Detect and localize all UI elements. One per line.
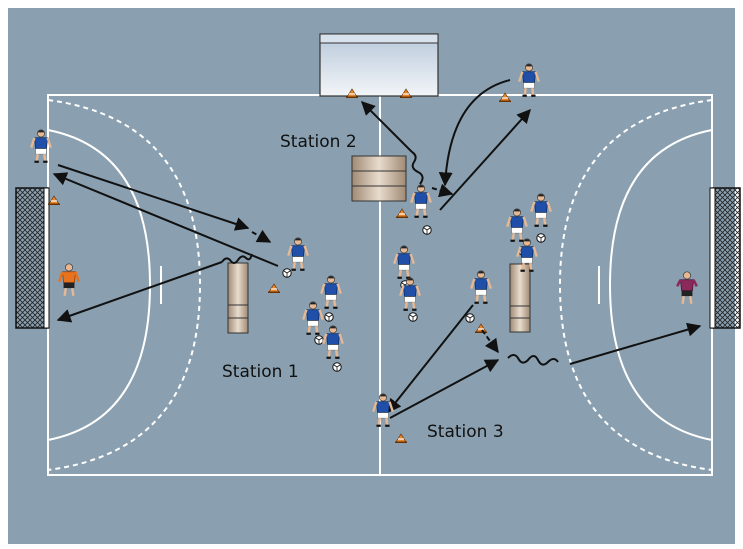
- ball-icon: [332, 362, 342, 372]
- ball-icon: [324, 312, 334, 322]
- pass-arrow: [387, 304, 474, 414]
- station-3-label: Station 3: [427, 422, 504, 442]
- right-free-throw-line: [558, 99, 713, 471]
- court-background: [8, 8, 735, 544]
- pass-arrow: [52, 172, 279, 267]
- run-arrow: [431, 183, 454, 198]
- ball-icon: [314, 335, 324, 345]
- dribble-path: [411, 151, 424, 185]
- dribble-path: [507, 354, 559, 366]
- goal-net-icon: [711, 187, 741, 329]
- station-1-label: Station 1: [222, 362, 299, 382]
- run-arrow: [481, 329, 499, 354]
- mat-icon: [227, 262, 249, 334]
- goal-net-icon: [15, 187, 49, 329]
- pass-arrow: [438, 79, 511, 187]
- left-goal-area-line: [47, 129, 152, 441]
- dribble-path: [221, 253, 253, 264]
- left-goal: [15, 187, 50, 329]
- shot-arrow: [56, 261, 223, 323]
- ball-icon: [536, 233, 546, 243]
- ball-icon: [465, 313, 475, 323]
- pass-arrow: [361, 101, 413, 153]
- ball-icon: [422, 225, 432, 235]
- bench-icon: [319, 33, 439, 97]
- pass-arrow: [57, 164, 250, 231]
- station-2-label: Station 2: [280, 132, 357, 152]
- left-free-throw-line: [47, 99, 202, 471]
- mat-icon: [509, 263, 531, 333]
- run-arrow: [251, 229, 272, 243]
- right-goal: [709, 187, 741, 329]
- movement-arrows: [52, 79, 702, 419]
- ball-icon: [282, 268, 292, 278]
- right-goal-area-line: [608, 129, 713, 441]
- pass-arrow: [439, 108, 531, 211]
- mat-icon: [351, 155, 407, 202]
- pass-arrow: [389, 359, 500, 419]
- shot-arrow: [569, 322, 702, 365]
- ball-icon: [408, 312, 418, 322]
